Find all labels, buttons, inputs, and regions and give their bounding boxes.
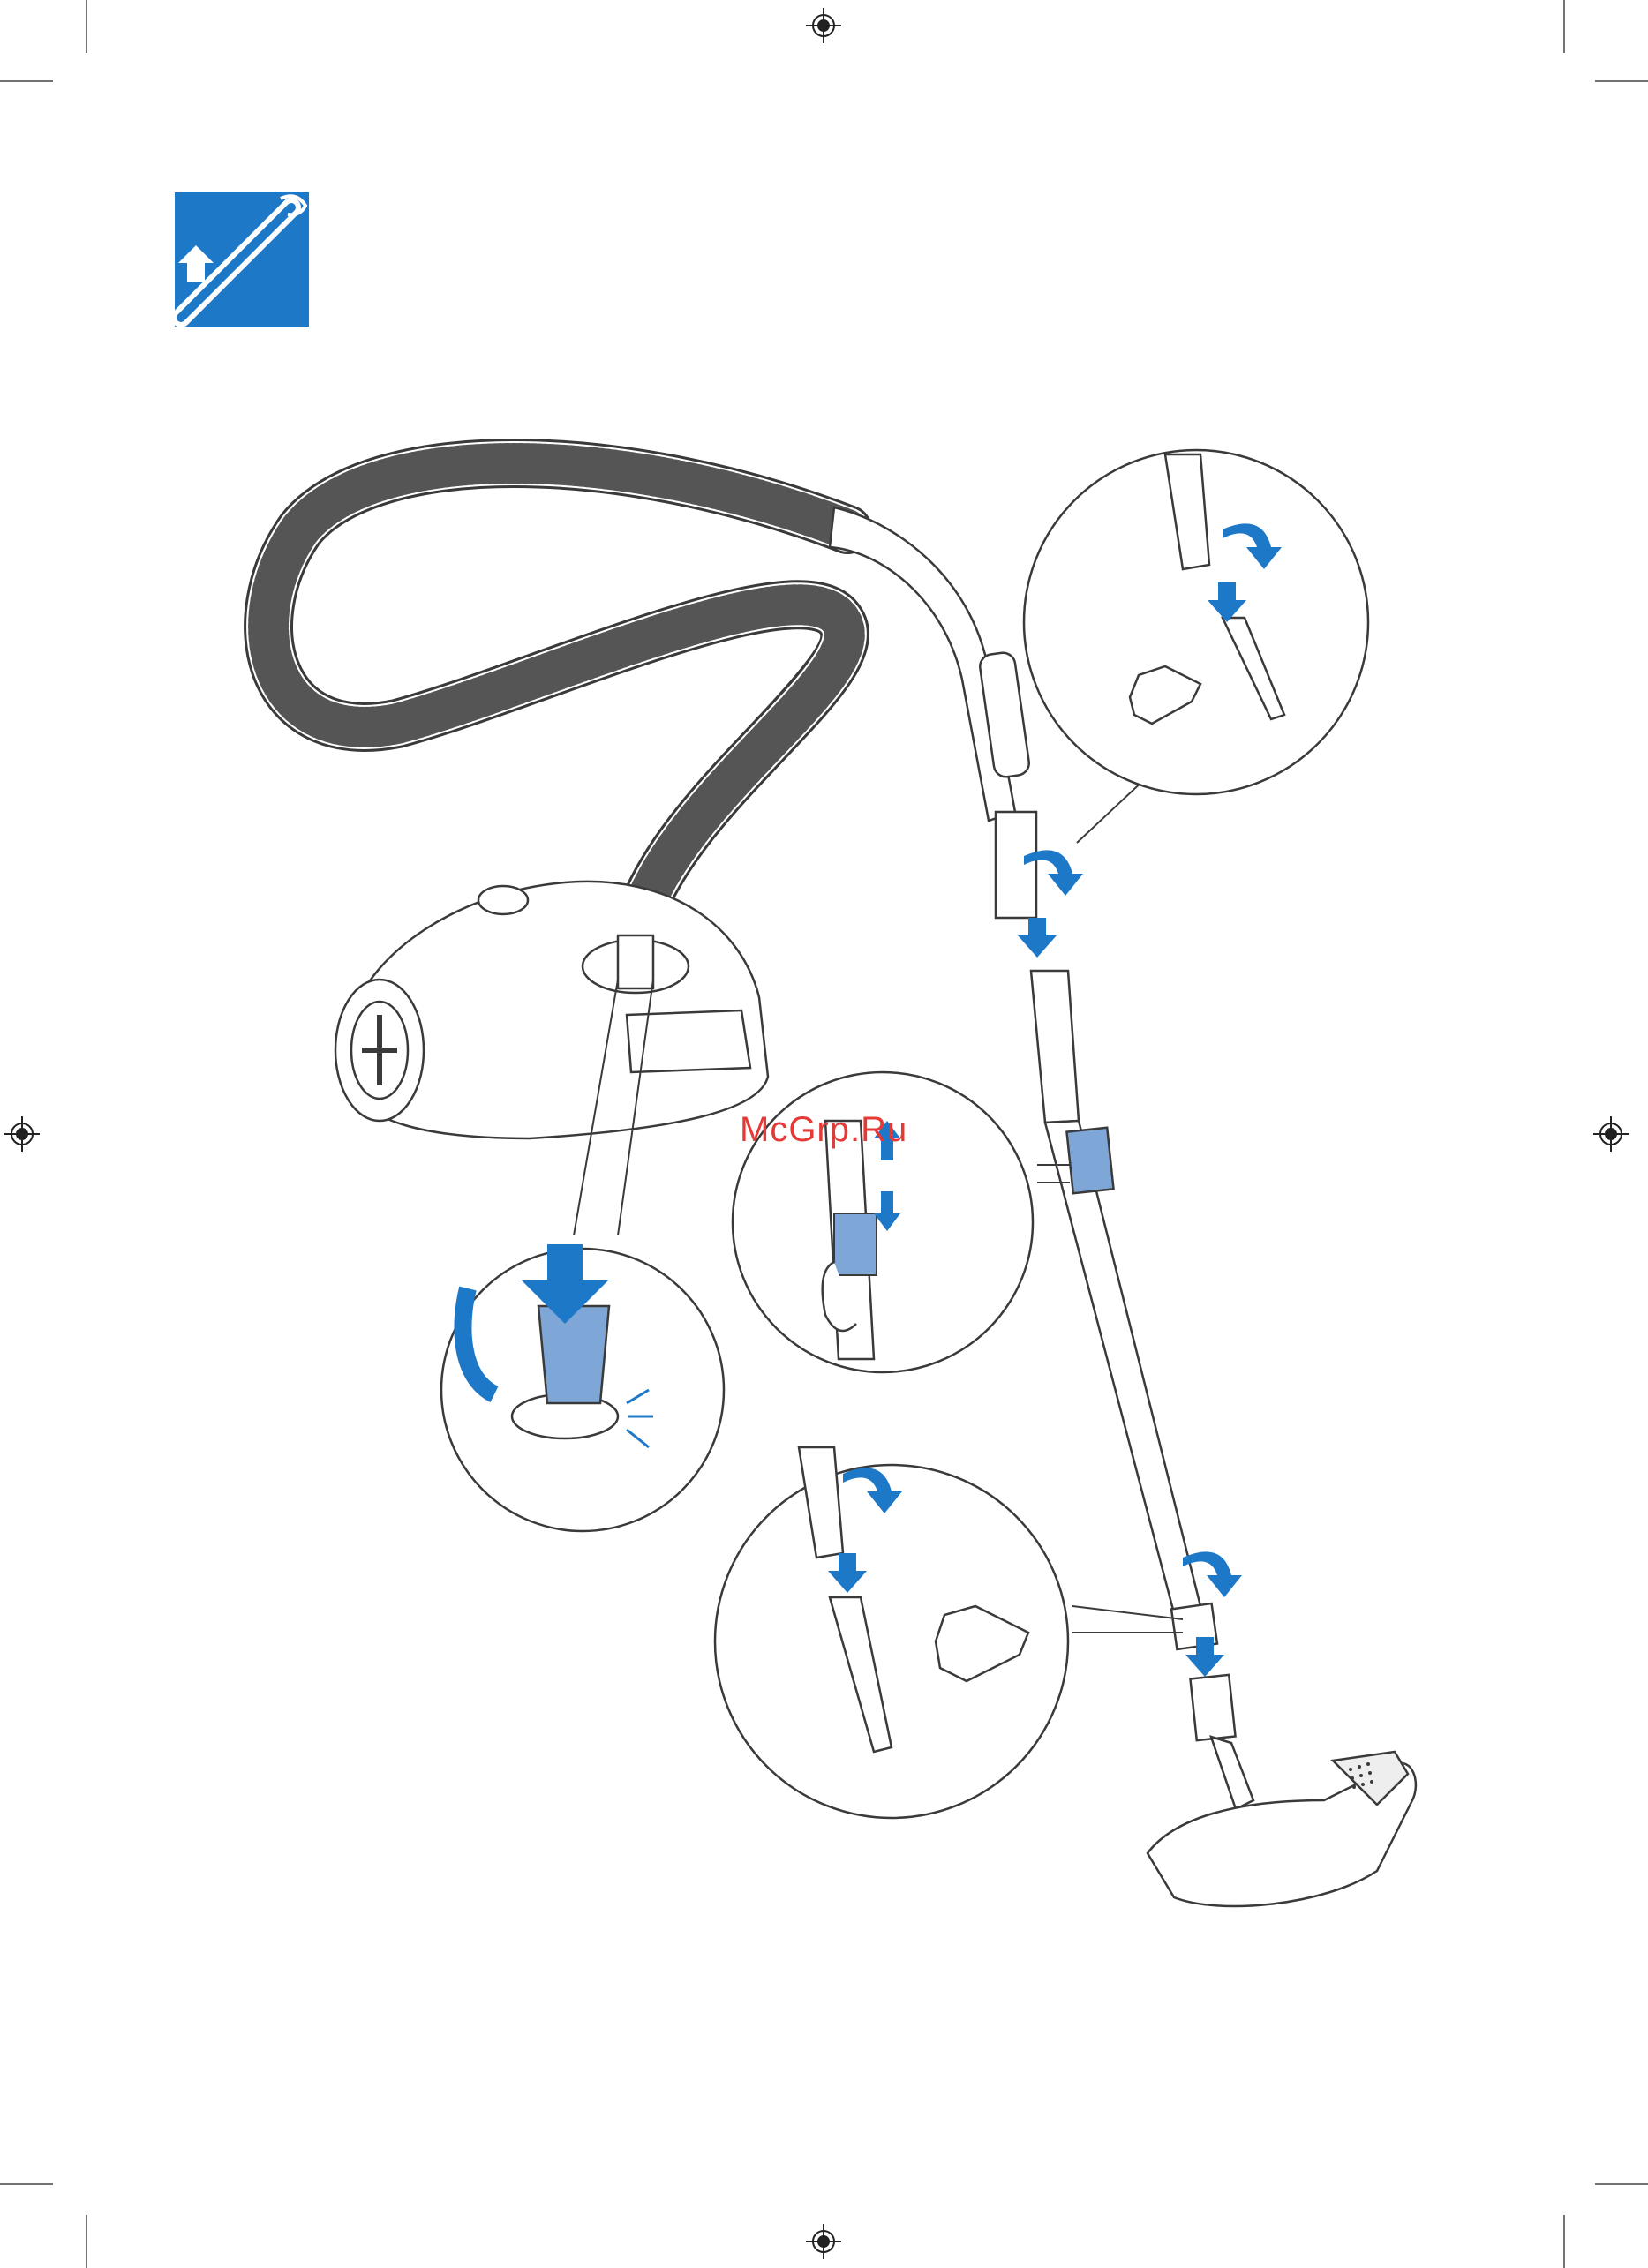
registration-mark-left <box>4 1116 40 1152</box>
hose <box>268 463 847 931</box>
vacuum-body <box>335 882 768 1138</box>
registration-mark-top <box>806 8 841 43</box>
hose-handle <box>830 507 1036 918</box>
registration-mark-bottom <box>806 2224 841 2259</box>
tool-swap-detail-bottom <box>715 1447 1183 1818</box>
watermark-text: McGrp.Ru <box>740 1110 907 1150</box>
hose-attach-icon <box>175 192 309 327</box>
floor-nozzle <box>1148 1737 1416 1906</box>
registration-mark-right <box>1593 1116 1629 1152</box>
tool-swap-detail-top <box>1024 450 1368 843</box>
